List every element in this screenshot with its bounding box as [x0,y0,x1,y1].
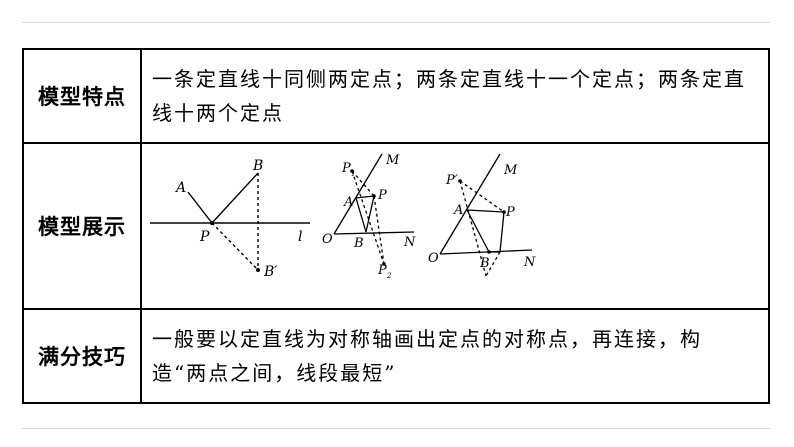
row-model-display: 模型展示 A B P B′ l [22,142,770,310]
fig1-label-B-prime: B′ [263,264,278,280]
figure-3-points [458,179,506,254]
fig1-segment-AP [187,191,213,224]
content-model-features: 一条定直线十同侧两定点；两条定直线十一个定点；两条定直线十两个定点 [140,48,770,144]
fig2-segment-PB [365,195,375,233]
model-table: 模型特点 一条定直线十同侧两定点；两条定直线十一个定点；两条定直线十两个定点 模… [22,48,770,404]
fig3-segment-P-bend [499,211,505,253]
fig2-point-P1 [350,169,354,173]
fig2-label-P2: P [377,263,387,278]
figures-cell: A B P B′ l [140,142,770,310]
fig2-label-B: B [353,236,364,251]
fig2-point-P2 [382,262,386,266]
label-model-features: 模型特点 [22,48,142,144]
fig1-label-A: A [174,180,186,196]
fig2-label-P1-sub: 1 [351,170,355,178]
fig3-segment-AB [466,209,490,253]
fig3-segment-P-prime-P [459,180,505,213]
fig3-segment-AP [466,209,505,213]
row-model-features: 模型特点 一条定直线十同侧两定点；两条定直线十一个定点；两条定直线十两个定点 [22,48,770,144]
figures-svg: A B P B′ l [150,153,536,280]
fig3-label-O: O [428,251,439,266]
figure-3 [439,153,533,277]
fig3-label-P: P [505,205,515,220]
fig2-label-A: A [343,195,353,210]
fig1-point-B-prime [256,268,260,272]
top-rule [22,22,770,23]
figure-2 [333,153,415,265]
fig2-ray-ON [333,231,415,235]
fig3-point-P-prime [458,179,462,183]
fig3-label-P-prime: P′ [445,173,458,188]
fig3-ray-OM [439,153,501,255]
figure-1 [150,172,310,271]
fig2-point-P [372,194,376,198]
fig3-label-B: B [479,256,490,271]
fig1-label-P: P [199,229,210,245]
fig3-point-B [487,250,491,254]
fig2-segment-AB [355,197,367,233]
fig2-label-N: N [403,235,416,250]
fig3-label-A: A [453,203,463,218]
fig2-label-M: M [385,153,400,168]
fig3-segment-B-reflect [485,251,501,277]
fig1-segment-PB-prime [211,222,259,271]
fig3-label-M: M [503,163,518,178]
label-model-display: 模型展示 [22,142,142,310]
fig3-ray-ON [439,249,533,255]
content-scoring-tips: 一般要以定直线为对称轴画出定点的对称点，再连接，构造“两点之间，线段最短” [140,308,770,404]
row-scoring-tips: 满分技巧 一般要以定直线为对称轴画出定点的对称点，再连接，构造“两点之间，线段最… [22,308,770,404]
fig2-label-P2-sub: 2 [386,272,392,280]
fig2-label-P: P [377,188,387,203]
bottom-rule [22,428,770,429]
fig1-label-B: B [252,158,263,174]
label-scoring-tips: 满分技巧 [22,308,142,404]
fig2-segment-AP [355,195,375,199]
figure-2-points [350,169,386,266]
fig1-label-l: l [298,229,302,245]
fig3-point-P [502,210,506,214]
fig2-ray-OM [333,153,383,235]
fig2-label-P1: P [341,161,351,176]
fig1-segment-PB [211,172,259,224]
fig2-segment-PP2 [373,195,385,265]
fig1-point-P [210,221,214,225]
fig2-segment-P1P2 [351,170,385,265]
fig2-label-O: O [322,232,333,247]
fig3-segment-P-prime-B [459,180,487,277]
figure-1-points [210,221,260,272]
fig3-label-N: N [523,255,536,270]
